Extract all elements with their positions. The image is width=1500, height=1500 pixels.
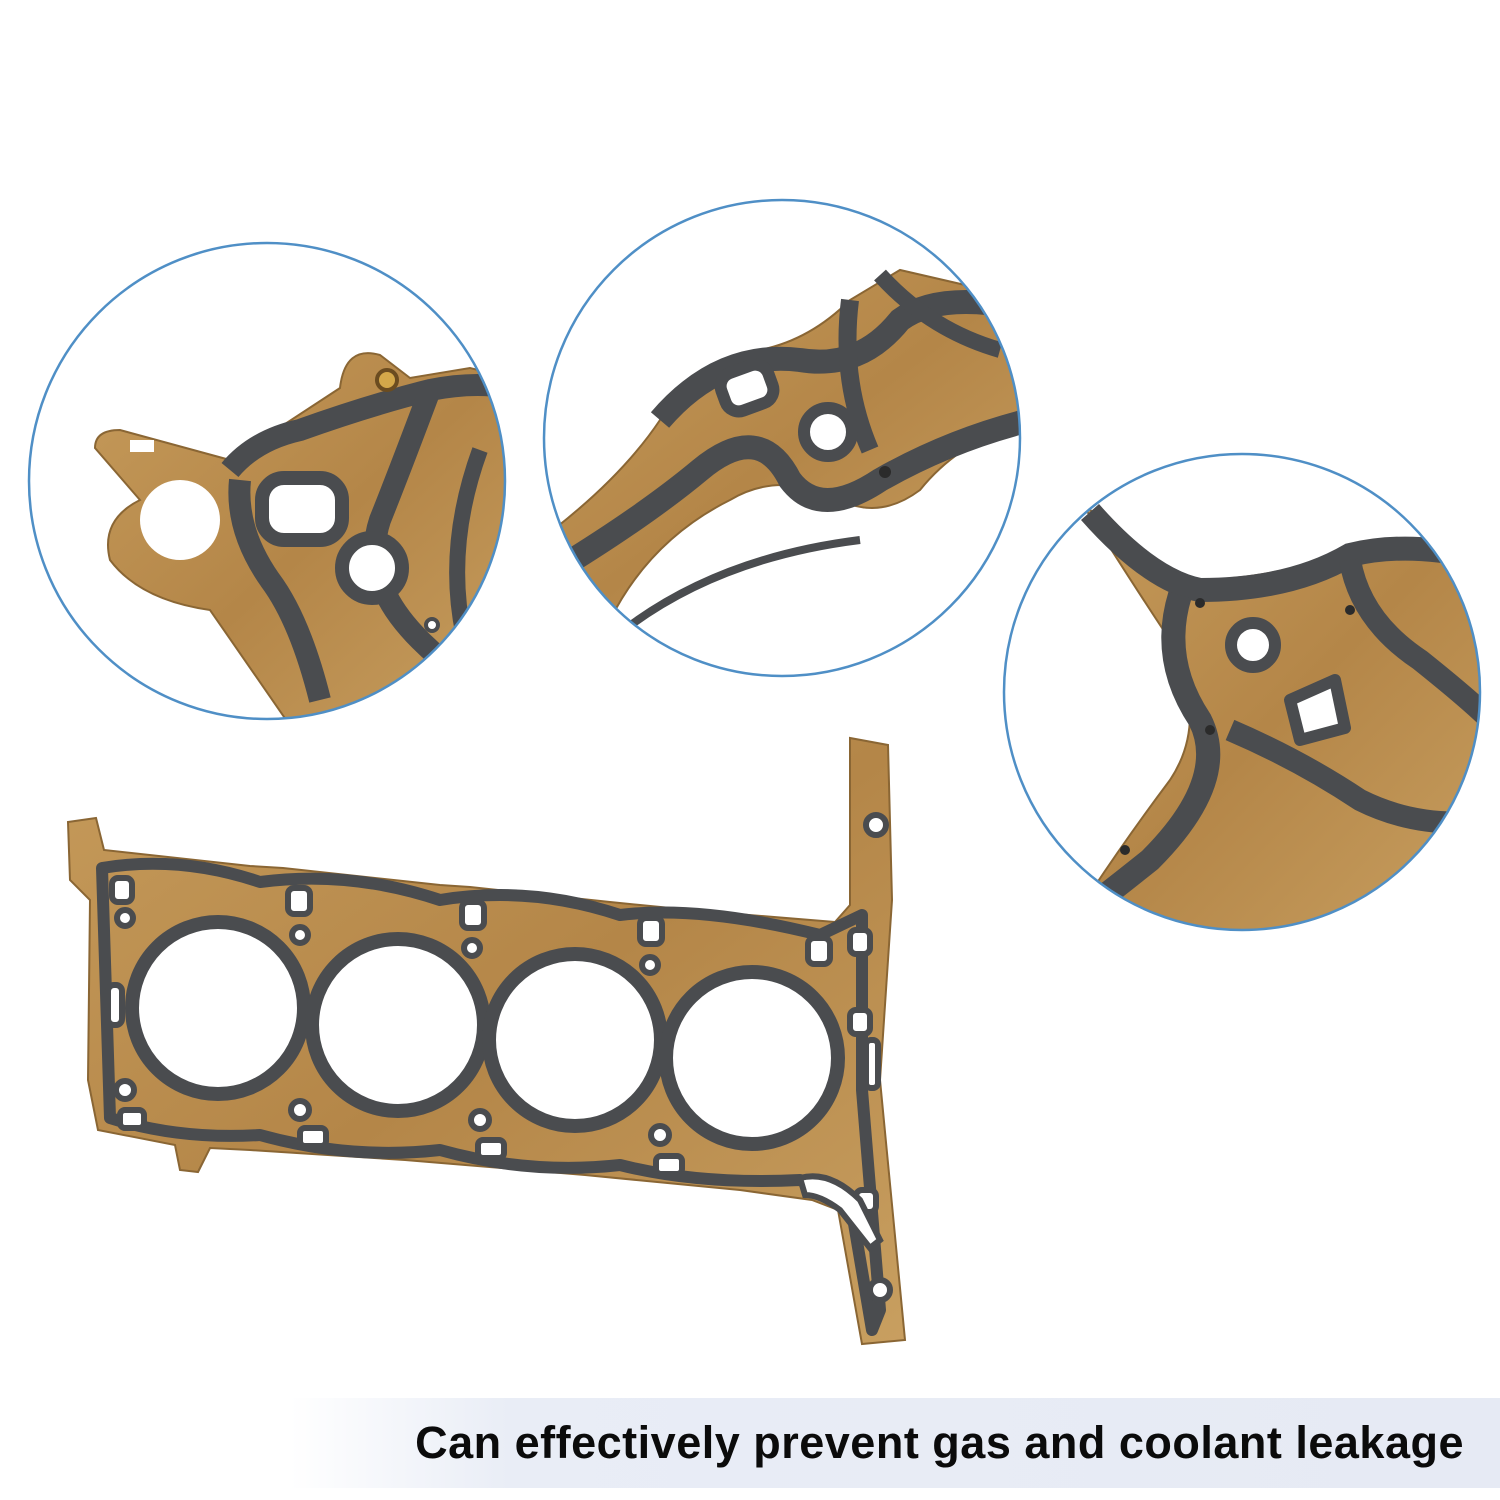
coolant-holes (105, 812, 893, 1303)
gasket-sealing-bead (96, 857, 886, 1336)
caption-text: Can effectively prevent gas and coolant … (415, 1417, 1464, 1468)
cylinder-bores (125, 915, 845, 1151)
detail-circle-right (1002, 452, 1482, 932)
head-gasket (66, 736, 907, 1346)
detail-circle-left (27, 241, 507, 721)
caption-band (290, 1398, 1500, 1488)
detail-circle-center (542, 198, 1022, 678)
